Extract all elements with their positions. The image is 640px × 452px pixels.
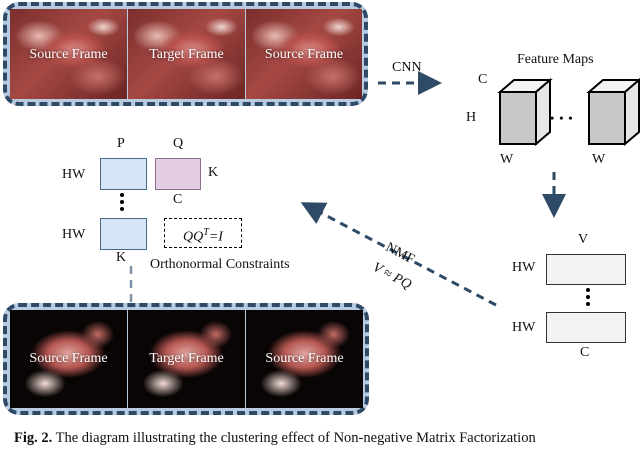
frame-image: Source Frame [246,310,363,408]
frame-image: Source Frame [246,9,362,99]
dim-c-label: C [478,72,488,87]
matrix-q-c-label: C [173,192,183,207]
dim-w-right-label: W [592,152,606,167]
matrix-v-row1-label: HW [512,260,536,275]
orthonormal-constraint-box: QQT=I [164,218,242,248]
feature-map-cube-right [586,78,640,147]
top-frame-strip: Source Frame Target Frame Source Frame [3,2,368,106]
feature-maps-title: Feature Maps [517,52,594,67]
matrix-p-k-label: K [116,250,127,265]
matrix-p-label: P [117,136,125,151]
matrix-q-block [155,158,201,190]
ellipsis-dot [120,200,124,204]
frame-image: Target Frame [128,9,245,99]
frame-label: Target Frame [149,351,224,367]
constraint-identity: =I [208,229,223,245]
frame-label: Source Frame [29,351,108,367]
frame-label: Source Frame [264,46,344,62]
frame-image: Target Frame [128,310,245,408]
caption-text: The diagram illustrating the clustering … [52,430,536,446]
orthonormal-constraints-label: Orthonormal Constraints [150,257,290,272]
frame-label: Source Frame [29,46,108,62]
dim-h-label: H [466,110,477,125]
matrix-v-c-label: C [580,345,590,360]
ellipsis-dot [586,295,590,299]
ellipsis-dot [120,207,124,211]
bottom-frame-strip: Source Frame Target Frame Source Frame [3,303,369,415]
matrix-v-label: V [578,232,589,247]
frame-image: Source Frame [10,310,127,408]
ellipsis: • • • [550,111,574,125]
matrix-v-row2-label: HW [512,320,536,335]
ellipsis-dot [120,193,124,197]
constraint-transpose: T [203,227,209,238]
caption-prefix: Fig. 2. [14,430,53,446]
matrix-p-hw-bottom-label: HW [62,227,86,242]
frame-image: Source Frame [10,9,127,99]
matrix-p-top-block [100,158,147,190]
matrix-v-bottom-block [546,312,626,343]
matrix-v-top-block [546,254,626,285]
cnn-label: CNN [392,60,422,75]
figure-caption: Fig. 2. The diagram illustrating the clu… [14,430,536,447]
frame-label: Target Frame [149,46,224,62]
dim-w-left-label: W [500,152,514,167]
matrix-p-hw-top-label: HW [62,167,86,182]
ellipsis-dot [586,302,590,306]
feature-map-cube-left [497,78,553,147]
ellipsis-dot [586,288,590,292]
matrix-p-bottom-block [100,218,147,250]
matrix-q-k-label: K [208,165,219,180]
matrix-q-label: Q [173,136,184,151]
frame-label: Source Frame [265,351,344,367]
constraint-qq: QQ [183,229,204,245]
nmf-arrow [300,202,497,307]
